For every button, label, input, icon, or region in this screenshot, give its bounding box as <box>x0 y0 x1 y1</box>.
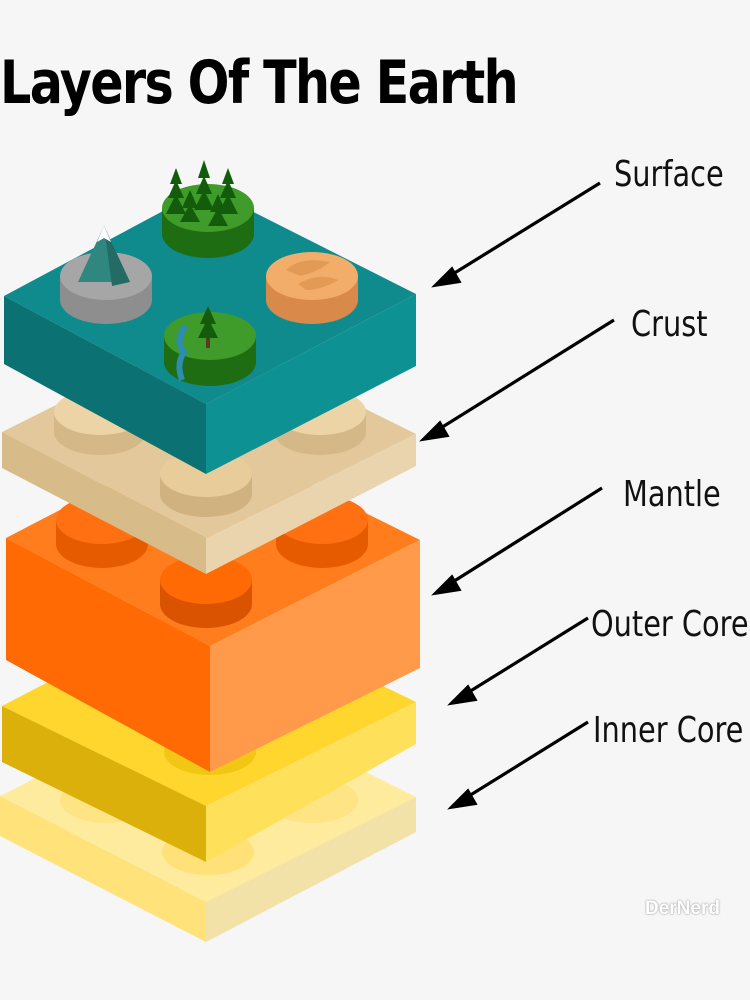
inner-core-arrow <box>455 720 589 806</box>
crust-label: Crust <box>631 304 708 345</box>
outer-core-label: Outer Core <box>591 604 749 645</box>
surface-label: Surface <box>614 154 724 195</box>
mantle-arrow <box>439 486 603 592</box>
crust-arrow <box>427 318 615 438</box>
desert-icon <box>266 252 358 324</box>
river-icon <box>164 306 256 386</box>
outer-core-arrow <box>455 616 589 702</box>
mountain-icon <box>60 226 152 324</box>
surface-brick <box>4 160 416 474</box>
page-title: Layers Of The Earth <box>0 48 519 118</box>
inner-core-label: Inner Core <box>593 710 744 751</box>
mantle-label: Mantle <box>623 474 721 515</box>
arrows <box>419 181 615 810</box>
watermark: DerNerd <box>645 898 720 919</box>
forest-icon <box>162 160 254 258</box>
surface-arrow <box>439 181 601 284</box>
